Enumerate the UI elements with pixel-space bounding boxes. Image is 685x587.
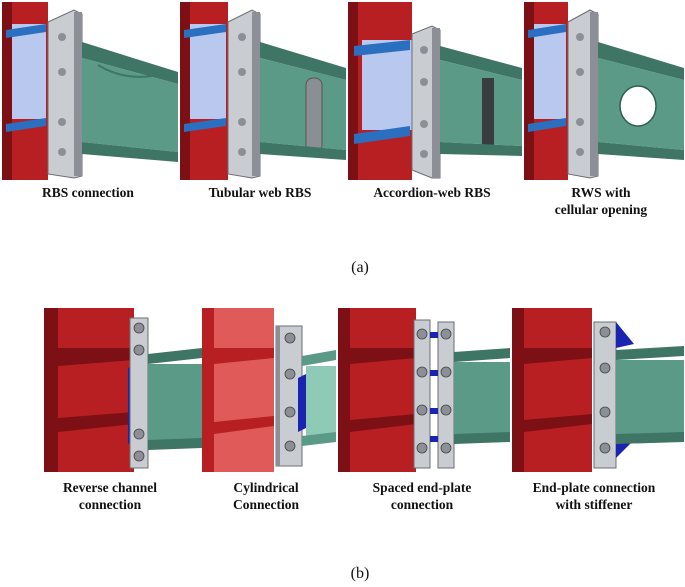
figure-b-label: (b) xyxy=(350,565,370,582)
panel-end-plate-stiffener xyxy=(512,308,684,472)
panel-rbs-connection xyxy=(2,2,178,180)
caption-tubular-web-rbs: Tubular web RBS xyxy=(208,185,312,200)
caption-reverse-channel: Reverse channel connection xyxy=(62,480,158,512)
end-plate-stiffener-diagram xyxy=(512,308,684,472)
caption-cylindrical: Cylindrical Connection xyxy=(232,480,299,512)
accordion-web-rbs-diagram xyxy=(348,2,522,180)
caption-end-plate-stiffener: End-plate connection with stiffener xyxy=(532,480,656,512)
rws-cellular-opening-diagram xyxy=(524,2,684,180)
panel-accordion-web-rbs xyxy=(348,2,522,180)
panel-reverse-channel xyxy=(44,308,202,472)
panel-spaced-end-plate xyxy=(338,308,510,472)
figure-a-label: (a) xyxy=(351,259,369,276)
cylindrical-diagram xyxy=(202,308,336,472)
panel-rws-cellular-opening xyxy=(524,2,684,180)
rbs-connection-diagram xyxy=(2,2,178,180)
panel-tubular-web-rbs xyxy=(180,2,346,180)
caption-accordion-web-rbs: Accordion-web RBS xyxy=(373,185,491,200)
panel-cylindrical xyxy=(202,308,336,472)
reverse-channel-diagram xyxy=(44,308,202,472)
spaced-end-plate-diagram xyxy=(338,308,510,472)
caption-rbs-connection: RBS connection xyxy=(42,185,134,200)
caption-spaced-end-plate: Spaced end-plate connection xyxy=(372,480,472,512)
caption-rws-cellular-opening: RWS with cellular opening xyxy=(554,185,648,217)
tubular-web-rbs-diagram xyxy=(180,2,346,180)
